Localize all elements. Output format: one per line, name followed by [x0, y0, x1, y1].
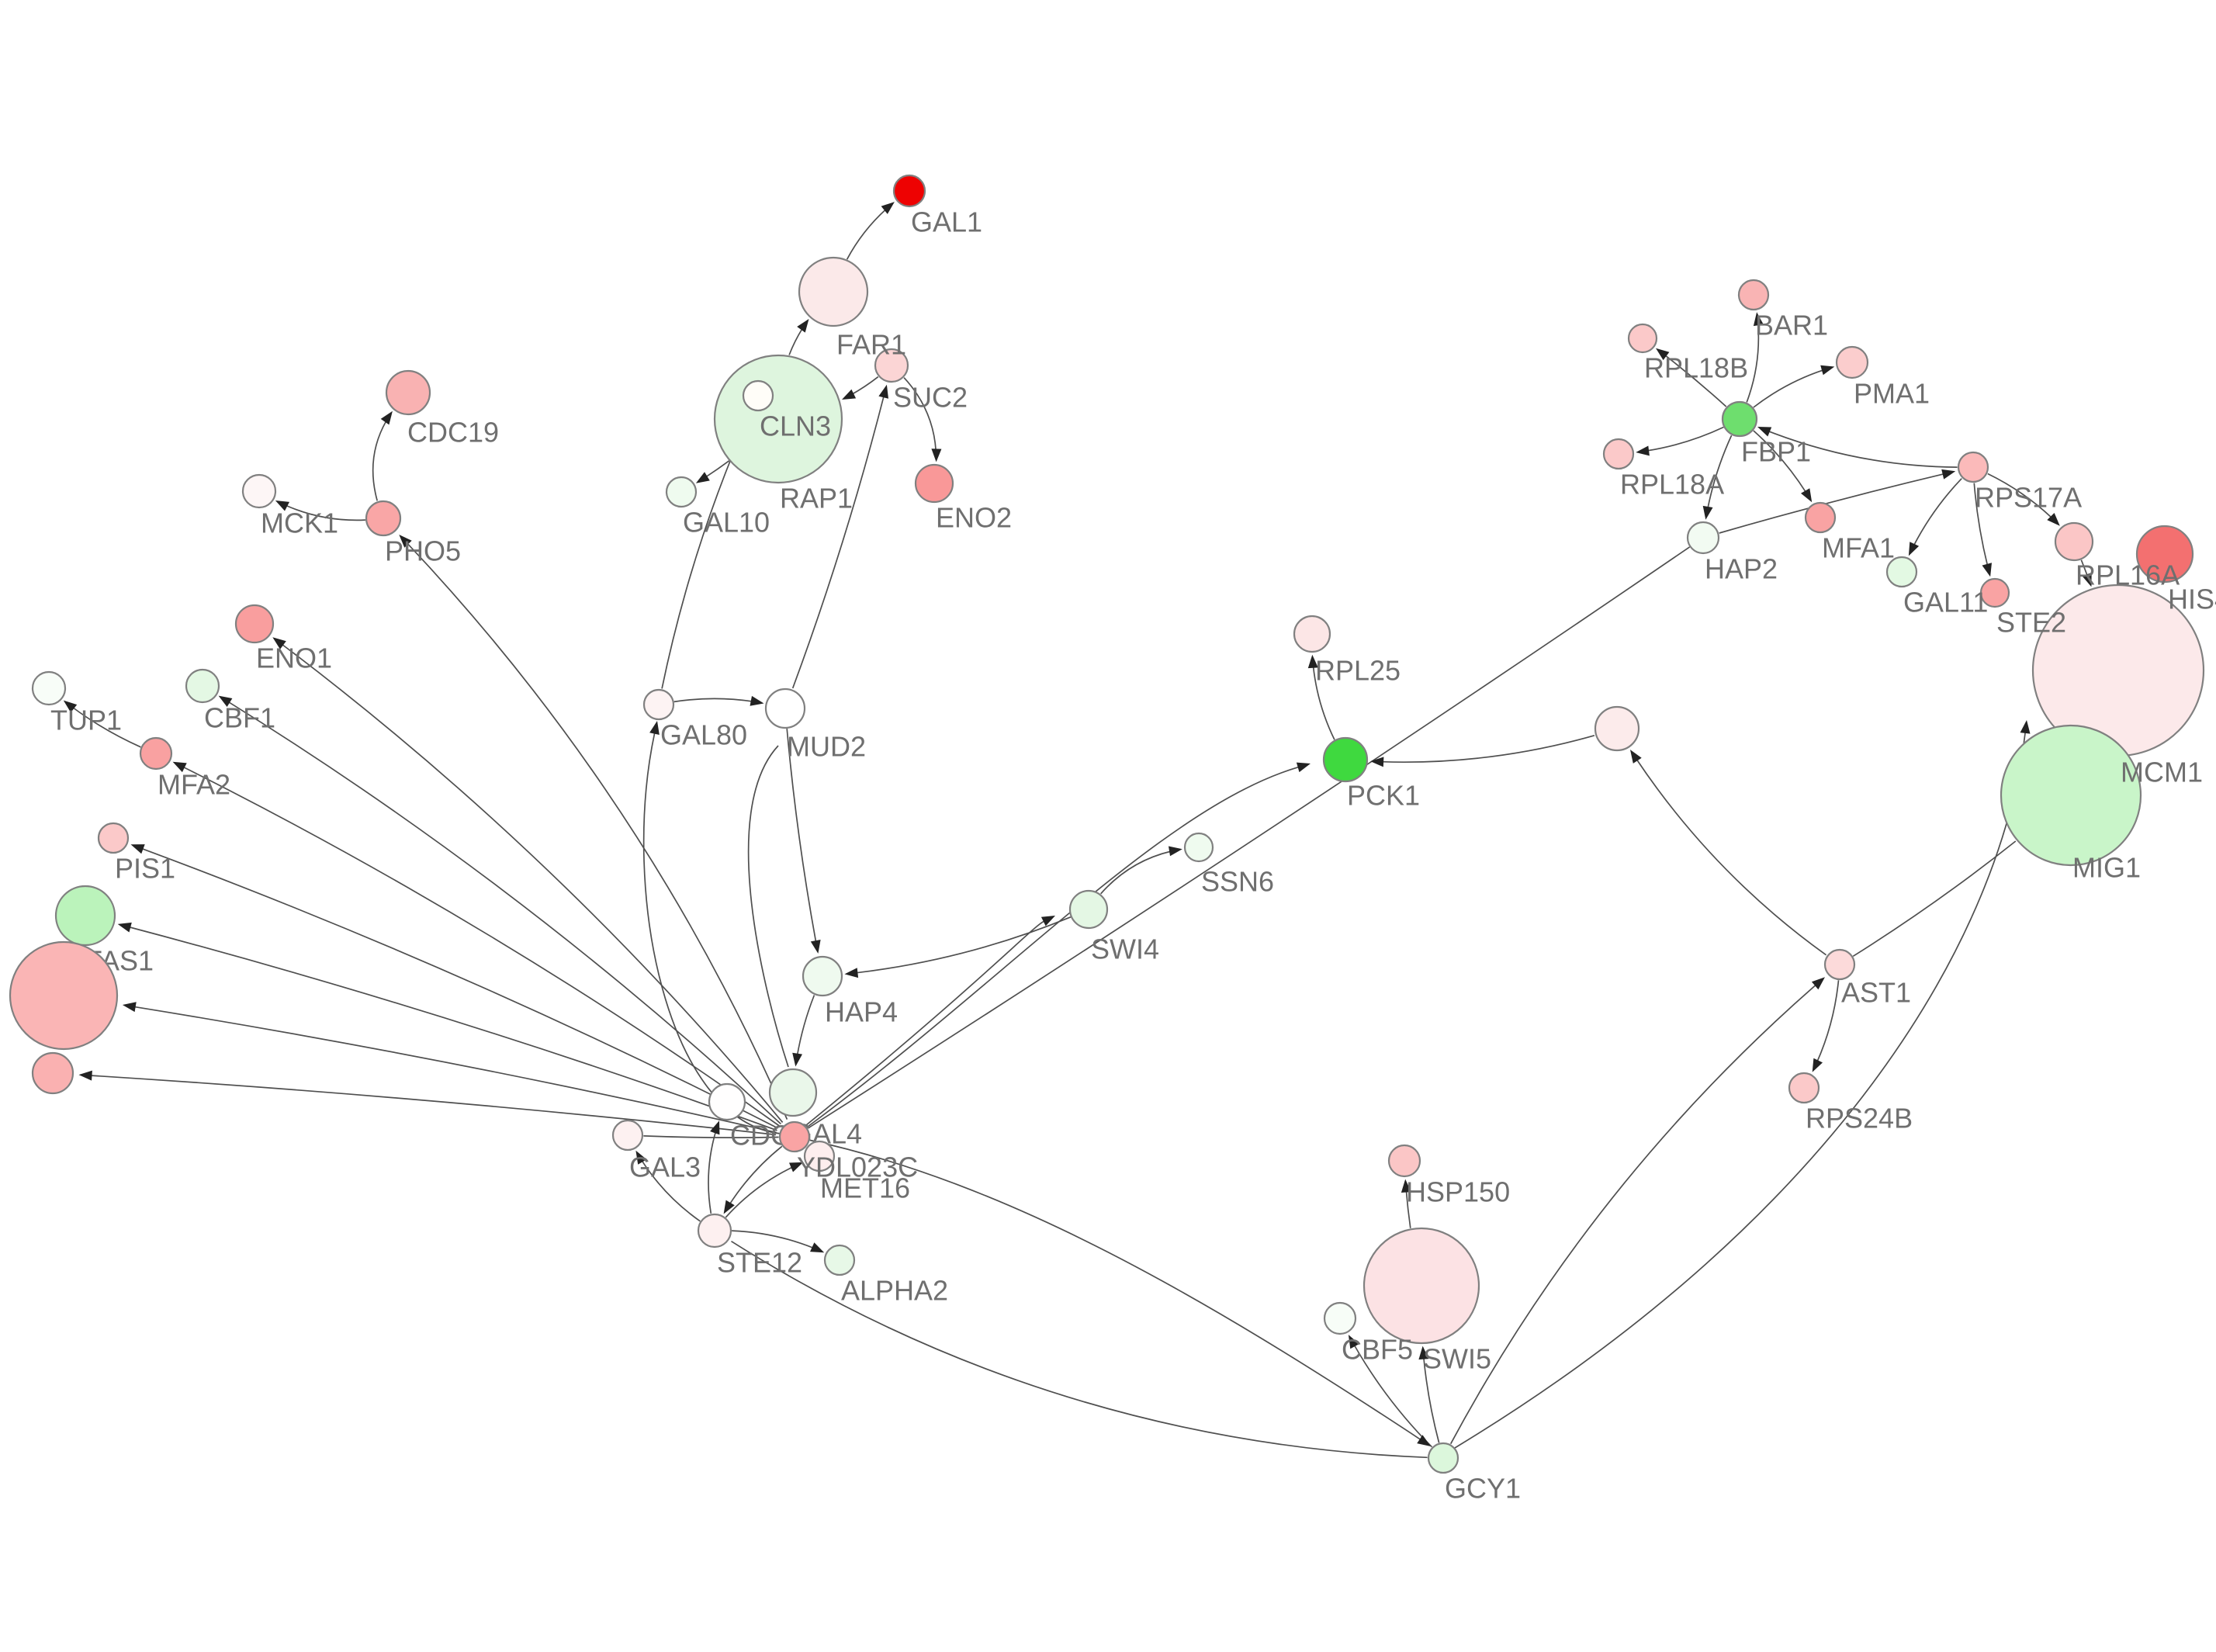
- svg-text:HAP4: HAP4: [825, 996, 898, 1027]
- svg-text:RPL18A: RPL18A: [1620, 468, 1724, 500]
- svg-text:RPL25: RPL25: [1315, 654, 1401, 686]
- svg-text:TUP1: TUP1: [50, 704, 122, 736]
- svg-text:YDL023C: YDL023C: [797, 1151, 918, 1183]
- svg-text:RPS17A: RPS17A: [1975, 481, 2082, 513]
- svg-text:MFA2: MFA2: [158, 768, 230, 800]
- svg-text:GAL3: GAL3: [629, 1151, 701, 1183]
- svg-text:PCK1: PCK1: [1347, 779, 1420, 811]
- svg-text:ENO1: ENO1: [256, 642, 332, 674]
- svg-text:ALPHA2: ALPHA2: [841, 1274, 948, 1306]
- svg-text:CBF1: CBF1: [204, 701, 275, 733]
- svg-text:SUC2: SUC2: [893, 381, 968, 413]
- svg-text:MFA1: MFA1: [1822, 532, 1895, 563]
- svg-text:PHO5: PHO5: [385, 535, 461, 566]
- svg-text:CLN3: CLN3: [760, 410, 831, 442]
- svg-text:ENO2: ENO2: [936, 501, 1012, 533]
- svg-text:RPL18B: RPL18B: [1644, 352, 1748, 383]
- svg-text:MET16: MET16: [820, 1172, 910, 1204]
- svg-text:SSN6: SSN6: [1201, 865, 1274, 897]
- svg-text:BAR1: BAR1: [1755, 309, 1828, 341]
- svg-text:AST1: AST1: [1841, 976, 1911, 1008]
- svg-text:PMA1: PMA1: [1854, 377, 1930, 409]
- svg-text:HAP2: HAP2: [1705, 552, 1778, 584]
- svg-text:GAL11: GAL11: [1903, 586, 1988, 618]
- svg-text:HIS4: HIS4: [2168, 583, 2216, 615]
- svg-text:SWI4: SWI4: [1091, 933, 1159, 965]
- svg-text:CDC19: CDC19: [407, 416, 499, 448]
- svg-text:MUD2: MUD2: [787, 730, 866, 762]
- svg-text:MIG1: MIG1: [2072, 851, 2141, 883]
- svg-text:CBF5: CBF5: [1342, 1333, 1413, 1365]
- svg-text:HSP150: HSP150: [1406, 1176, 1510, 1207]
- svg-text:GCY1: GCY1: [1445, 1472, 1521, 1504]
- svg-text:GAL80: GAL80: [660, 719, 747, 750]
- svg-text:FAR1: FAR1: [836, 328, 906, 360]
- svg-text:GAL10: GAL10: [683, 506, 770, 538]
- svg-text:GAL1: GAL1: [911, 206, 982, 237]
- svg-text:SWI5: SWI5: [1423, 1342, 1491, 1374]
- svg-text:RAP1: RAP1: [780, 482, 853, 514]
- svg-text:RPL16A: RPL16A: [2076, 559, 2180, 590]
- svg-text:RPS24B: RPS24B: [1806, 1102, 1913, 1134]
- svg-text:MCM1: MCM1: [2121, 756, 2203, 788]
- svg-text:PIS1: PIS1: [115, 852, 175, 884]
- svg-text:FBP1: FBP1: [1741, 435, 1811, 467]
- svg-text:STE2: STE2: [1996, 606, 2066, 638]
- svg-text:MCK1: MCK1: [261, 507, 338, 539]
- svg-text:STE12: STE12: [717, 1246, 802, 1278]
